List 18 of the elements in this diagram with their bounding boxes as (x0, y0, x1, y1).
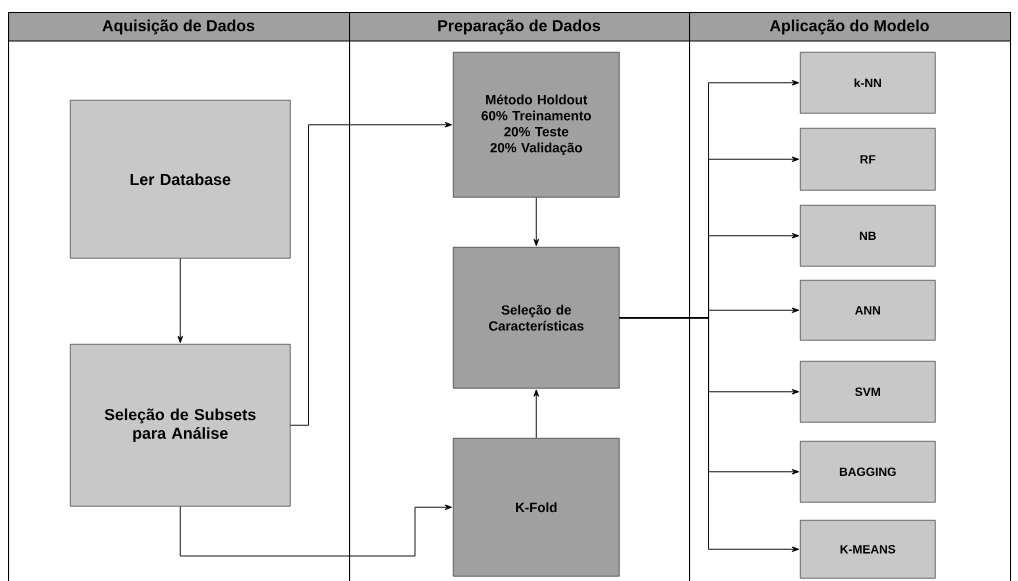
process-box: Método Holdout 60% Treinamento 20% Teste 20% Validação (453, 52, 620, 198)
process-box: Ler Database (70, 100, 291, 259)
process-box: ANN (800, 280, 936, 341)
arrow (290, 122, 453, 426)
arrow (533, 389, 540, 439)
process-box: SVM (800, 361, 936, 423)
arrow (619, 317, 800, 552)
process-box: Seleção de Características (453, 247, 620, 389)
process-box: RF (800, 128, 936, 191)
process-box: K-Fold (453, 438, 620, 577)
process-box: K-MEANS (800, 520, 936, 579)
process-box: k-NN (800, 52, 936, 114)
arrow (179, 504, 453, 557)
arrow (533, 197, 540, 247)
process-box: Seleção de Subsets para Análise (70, 344, 291, 507)
process-box: BAGGING (800, 441, 936, 503)
arrow (177, 258, 184, 344)
process-box: NB (800, 205, 936, 267)
